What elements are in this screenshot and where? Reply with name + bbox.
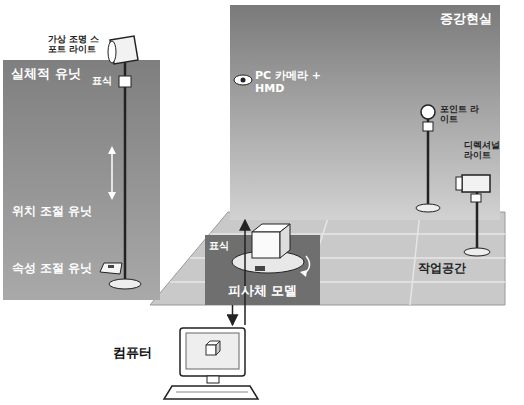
- computer-monitor-part: [176, 392, 248, 393]
- tangible-panel: [3, 60, 160, 300]
- computer-monitor-part: [180, 328, 245, 376]
- position-arrow-part: [108, 146, 116, 154]
- spot-light-stand: [108, 36, 141, 289]
- device-label: PC 카메라 + HMD: [255, 70, 327, 95]
- ar-panel: [230, 5, 500, 220]
- spot-light-stand-part: [108, 41, 116, 63]
- computer-monitor-part: [216, 341, 220, 355]
- light-name: 가상 조명 스포트 라이트: [48, 34, 106, 55]
- light-label: 포인트 라이트: [440, 104, 480, 125]
- unit-label: 속성 조절 유닛: [12, 262, 98, 276]
- attribute-device-part: [108, 265, 114, 268]
- workspace-label: 작업공간: [418, 262, 488, 276]
- node-title: 컴퓨터: [113, 345, 152, 361]
- subject-model-part: [255, 266, 265, 271]
- directional-light-part: [456, 177, 462, 190]
- attribute-device: [100, 263, 122, 274]
- floor-part: [150, 212, 505, 305]
- camera-eye-icon-part: [241, 78, 246, 83]
- position-arrow-part: [111, 150, 113, 196]
- position-arrow: [108, 146, 116, 200]
- marker-label: 표식: [209, 240, 239, 252]
- point-light-part: [423, 122, 433, 131]
- spot-light-stand-part: [109, 279, 141, 289]
- directional-light-part: [471, 194, 481, 202]
- directional-light-part: [462, 175, 490, 192]
- computer-monitor-part: [206, 345, 216, 355]
- directional-light-part: [464, 248, 490, 256]
- attribute-device-part: [100, 263, 122, 274]
- node-title: 실체적 유닛: [11, 66, 81, 82]
- node-title: 증강현실: [440, 11, 492, 27]
- unit-label: 위치 조절 유닛: [12, 205, 108, 219]
- point-light-part: [416, 204, 440, 212]
- subject-model: [205, 224, 320, 305]
- spot-light-stand-part: [124, 62, 127, 282]
- flow-arrow: [244, 220, 246, 325]
- point-light-part: [421, 105, 435, 119]
- spot-light-stand-part: [119, 76, 131, 87]
- subject-model-part: [300, 270, 307, 277]
- node-title: 피사체 모델: [228, 283, 298, 299]
- camera-eye-icon: [234, 75, 252, 85]
- ar-panel-part: [230, 5, 500, 220]
- light-label: 디렉셔널 라이트: [464, 140, 510, 161]
- position-arrow-part: [108, 192, 116, 200]
- camera-eye-icon-part: [234, 75, 252, 85]
- directional-light: [456, 175, 490, 256]
- subject-model-part: [280, 224, 290, 258]
- point-light: [416, 105, 440, 212]
- computer-monitor-part: [186, 333, 239, 369]
- subject-model-part: [252, 232, 280, 258]
- floor-part: [410, 212, 420, 305]
- computer-monitor-part: [164, 386, 258, 399]
- floor: [150, 212, 505, 305]
- marker-label: 표식: [92, 75, 118, 87]
- computer-node: 컴퓨터: [165, 325, 260, 402]
- flow-arrow: [232, 305, 234, 325]
- computer-monitor: [164, 328, 258, 399]
- computer-monitor-part: [207, 376, 219, 383]
- tangible-panel-part: [3, 60, 160, 300]
